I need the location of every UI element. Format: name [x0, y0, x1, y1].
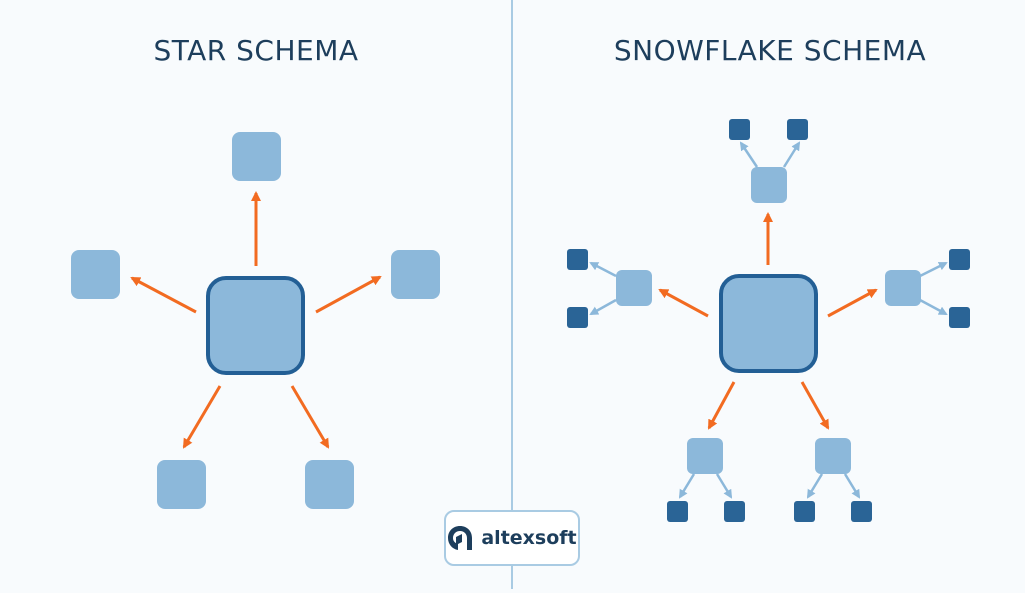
star-arrow-left [130, 276, 197, 314]
snow-sub-arrow-right-bottom [919, 298, 948, 316]
star-fact-table [206, 276, 305, 375]
snow-dimension-bottom-right [815, 438, 851, 474]
snow-subdimension-left-top [567, 249, 588, 270]
star-dimension-top [232, 132, 281, 181]
snow-sub-arrow-bl-right [715, 473, 733, 499]
logo-text: altexsoft [481, 527, 577, 549]
snow-sub-arrow-right-top [919, 261, 948, 278]
altexsoft-logo-icon [448, 526, 473, 550]
star-schema-title: STAR SCHEMA [153, 34, 359, 67]
snow-dimension-right [885, 270, 921, 306]
altexsoft-logo: altexsoft [444, 510, 580, 566]
star-arrow-bottom-left [182, 385, 222, 449]
snow-subdimension-top-right [787, 119, 808, 140]
snow-subdimension-top-left [729, 119, 750, 140]
star-dimension-bottom-right [305, 460, 354, 509]
star-arrow-bottom-right [290, 385, 330, 449]
snow-dimension-top [751, 167, 787, 203]
snow-arrow-bottom-left [707, 381, 736, 430]
snow-sub-arrow-top-left [739, 141, 759, 168]
star-dimension-bottom-left [157, 460, 206, 509]
snow-arrow-left [658, 288, 709, 318]
snow-subdimension-left-bottom [567, 307, 588, 328]
snow-subdimension-br-left [794, 501, 815, 522]
star-dimension-right [391, 250, 440, 299]
snow-sub-arrow-br-right [843, 473, 861, 499]
snow-arrow-right [827, 288, 878, 318]
snow-subdimension-bl-right [724, 501, 745, 522]
snow-sub-arrow-bl-left [678, 473, 696, 499]
snowflake-schema [567, 119, 970, 522]
star-schema [71, 132, 440, 509]
snow-sub-arrow-br-left [806, 473, 824, 499]
snowflake-schema-title: SNOWFLAKE SCHEMA [613, 34, 927, 67]
star-dimension-left [71, 250, 120, 299]
snow-fact-table [719, 274, 818, 373]
snow-subdimension-br-right [851, 501, 872, 522]
snow-subdimension-right-top [949, 249, 970, 270]
snow-sub-arrow-left-top [589, 261, 617, 278]
snow-sub-arrow-left-bottom [589, 298, 617, 316]
snow-subdimension-right-bottom [949, 307, 970, 328]
snow-arrow-bottom-right [800, 381, 830, 430]
snow-sub-arrow-top-right [782, 141, 801, 168]
snow-dimension-left [616, 270, 652, 306]
snow-dimension-bottom-left [687, 438, 723, 474]
snow-subdimension-bl-left [667, 501, 688, 522]
star-arrow-right [315, 275, 382, 314]
